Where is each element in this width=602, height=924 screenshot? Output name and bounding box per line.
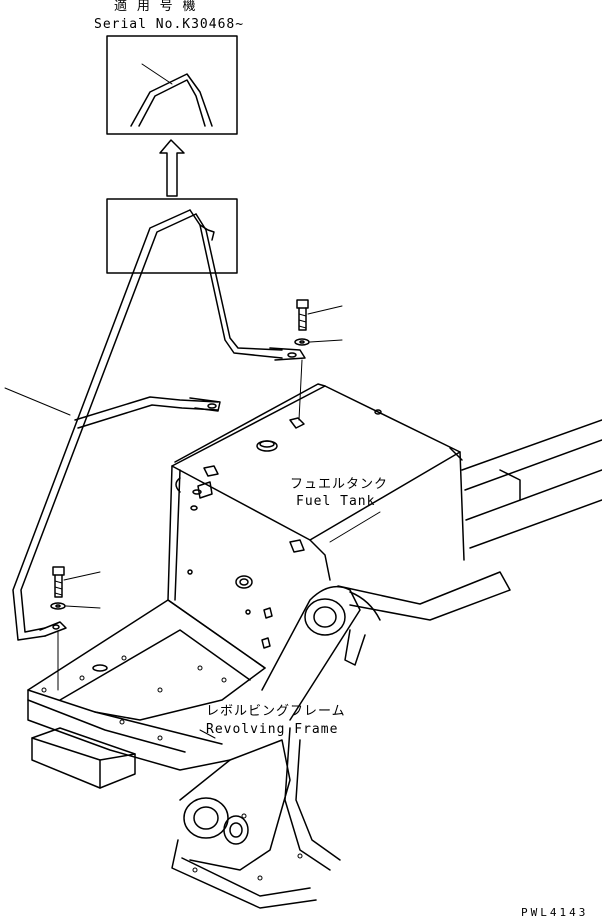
drawing-id: PWL4143 [521,906,589,919]
applicable-models-label: 適 用 号 機 [114,0,197,14]
bolt-lower [52,566,101,598]
fuel-tank-label-jp: フュエルタンク [290,477,389,492]
handrail-leader-line [4,387,71,416]
detail-view-box [106,35,238,135]
washer-lower [50,602,101,610]
serial-number-label: Serial No.K30468~ [94,17,245,32]
revolving-frame-label-en: Revolving Frame [206,722,339,737]
bolt-upper [296,299,343,331]
fuel-tank-label-en: Fuel Tank [296,494,376,509]
fuel-tank [167,383,465,669]
handrail [12,209,306,641]
handrail-top-box [106,198,238,274]
revolving-frame-leader-line [199,729,216,739]
revolving-frame [27,599,317,909]
alignment-line-upper [298,359,303,421]
revolving-frame-label-jp: レボルビングフレーム [206,704,346,719]
washer-upper [294,338,343,346]
upward-arrow-icon [159,139,185,197]
boom-bracket [261,419,602,871]
fuel-tank-leader-line [329,511,381,543]
